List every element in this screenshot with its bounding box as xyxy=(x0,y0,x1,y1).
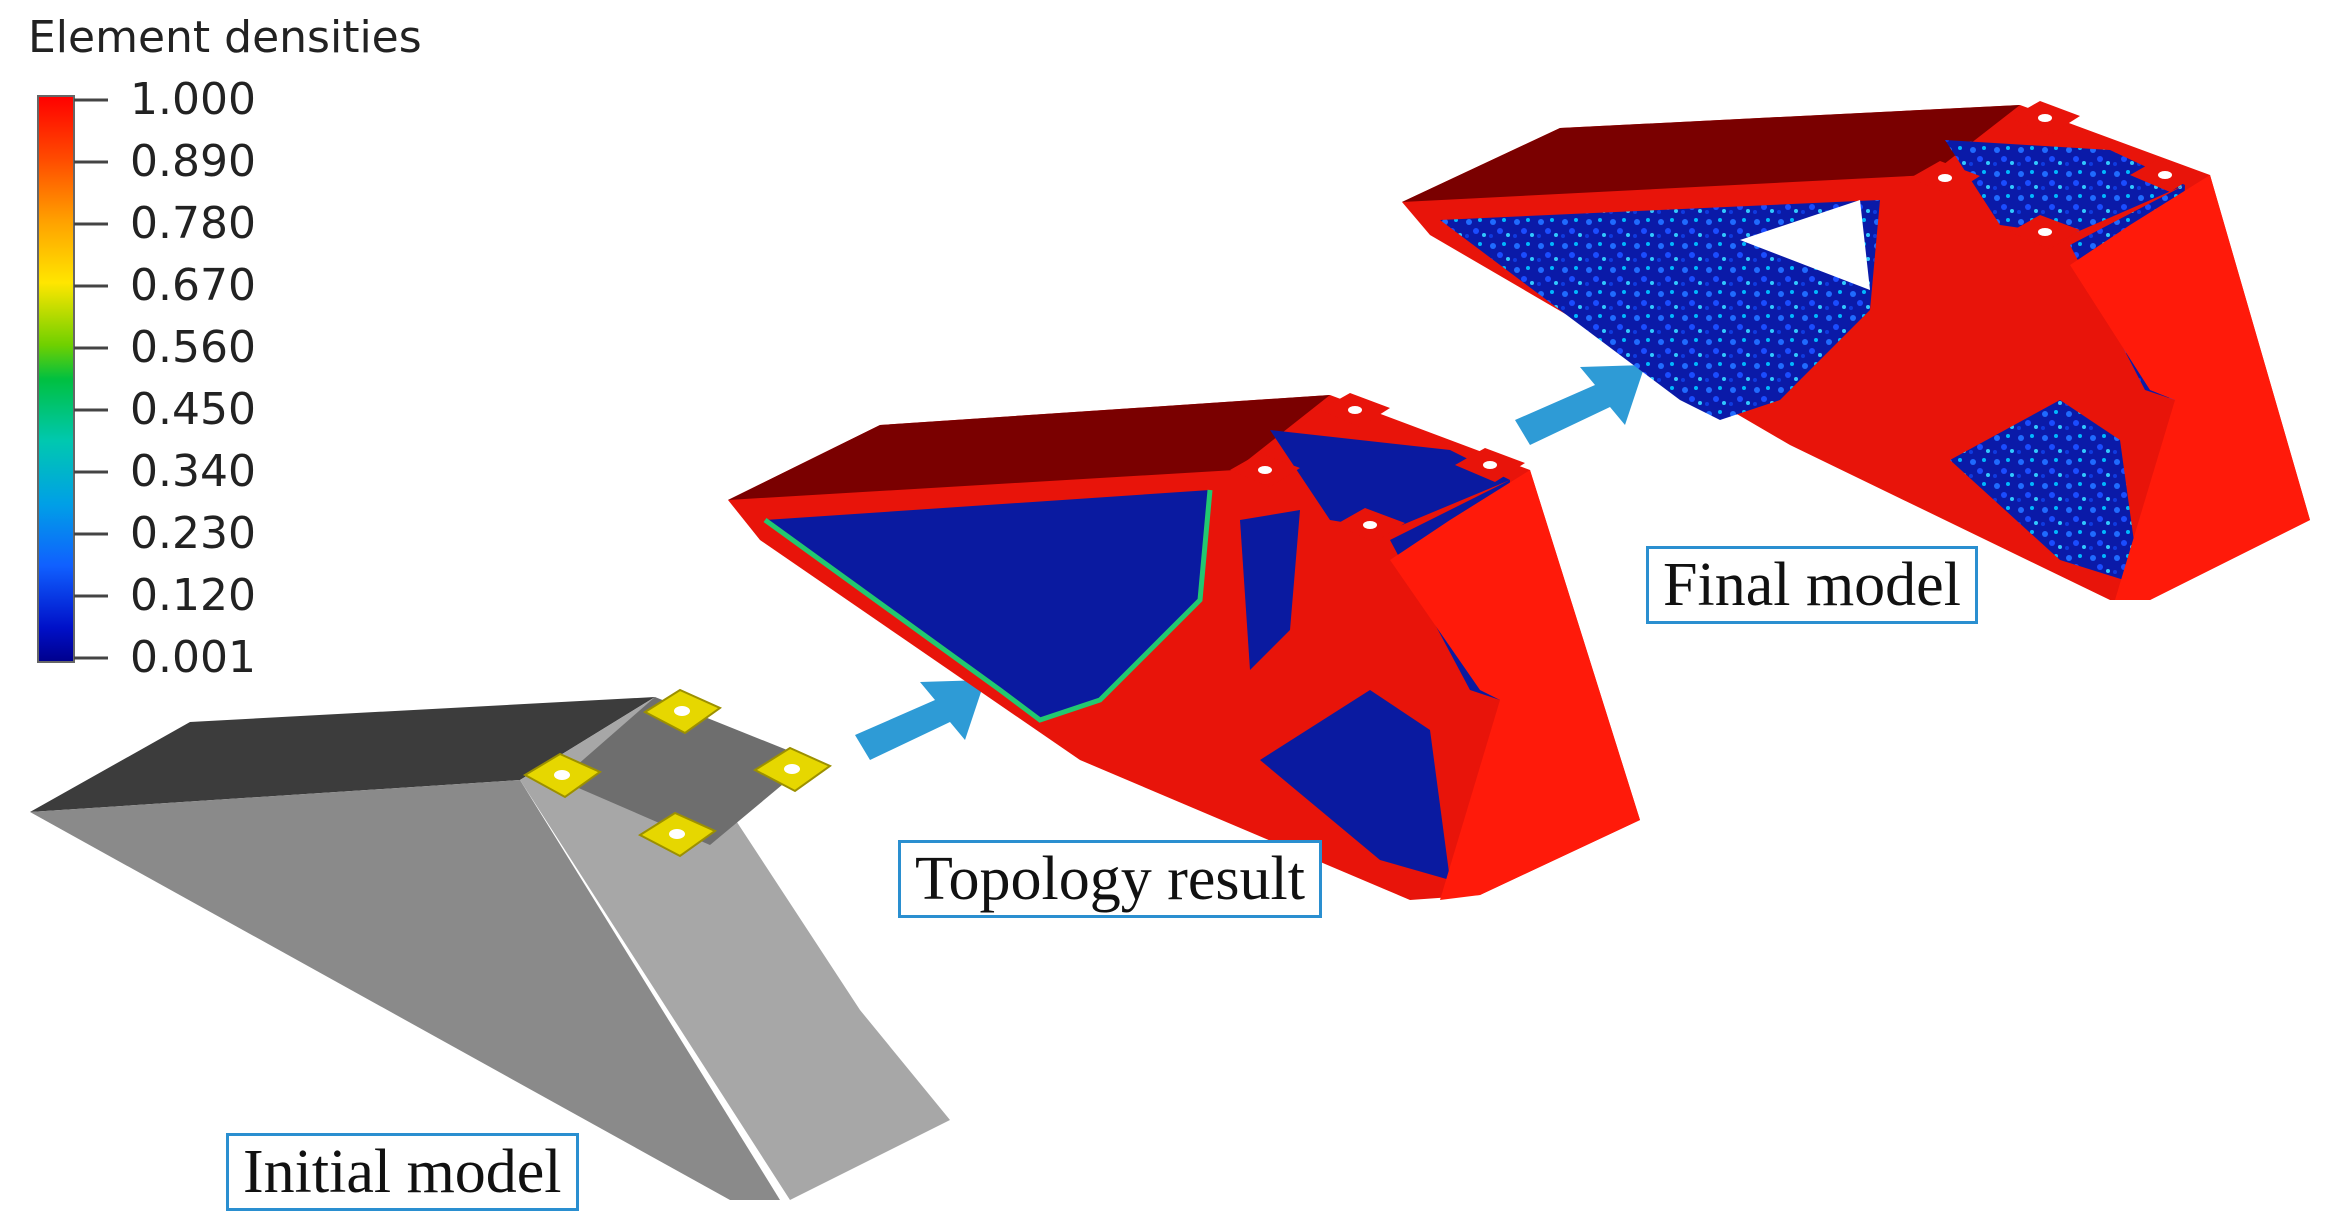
colorbar-tick-label: 0.340 xyxy=(130,446,256,497)
final-end-face xyxy=(2070,175,2310,600)
topology-void-left xyxy=(765,490,1210,720)
initial-model xyxy=(30,688,950,1200)
final-void-left xyxy=(1440,200,1880,420)
initial-top-face xyxy=(30,697,655,812)
colorbar-gradient xyxy=(37,95,75,663)
colorbar-tick-label: 0.120 xyxy=(130,570,256,621)
colorbar-ticks xyxy=(74,98,108,660)
final-model xyxy=(1402,101,2310,600)
legend-title: Element densities xyxy=(28,12,422,63)
label-topology-result: Topology result xyxy=(898,840,1323,918)
final-void-lower xyxy=(1950,400,2140,585)
bolt-holes xyxy=(554,706,800,839)
initial-end-face xyxy=(520,697,950,1200)
label-initial-model: Initial model xyxy=(226,1133,579,1211)
final-bolt-holes xyxy=(1938,114,2172,236)
topology-void-lower xyxy=(1260,690,1450,880)
topology-top-face xyxy=(728,395,1330,500)
topology-void-upper xyxy=(1270,430,1510,530)
topology-model xyxy=(728,393,1640,900)
label-final-model: Final model xyxy=(1646,546,1978,624)
colorbar-tick-label: 0.560 xyxy=(130,322,256,373)
process-arrow-2 xyxy=(1515,365,1645,445)
colorbar-tick-label: 0.001 xyxy=(130,632,256,683)
colorbar-tick-label: 0.450 xyxy=(130,384,256,435)
topology-void-rib xyxy=(1240,510,1300,670)
colorbar-tick-label: 0.780 xyxy=(130,198,256,249)
topology-green-boundary xyxy=(763,489,1213,723)
final-void-upper xyxy=(1945,140,2185,235)
topology-end-face xyxy=(1390,470,1640,900)
colorbar-tick-label: 1.000 xyxy=(130,74,256,125)
colorbar-tick-label: 0.230 xyxy=(130,508,256,559)
colorbar-tick-label: 0.670 xyxy=(130,260,256,311)
initial-side-face xyxy=(30,780,780,1200)
colorbar-tick-label: 0.890 xyxy=(130,136,256,187)
final-void-white xyxy=(1740,200,1870,290)
topology-bolt-holes xyxy=(1258,406,1497,529)
final-top-face xyxy=(1402,105,2020,202)
initial-top-plate xyxy=(560,697,812,845)
process-arrow-1 xyxy=(855,680,985,760)
